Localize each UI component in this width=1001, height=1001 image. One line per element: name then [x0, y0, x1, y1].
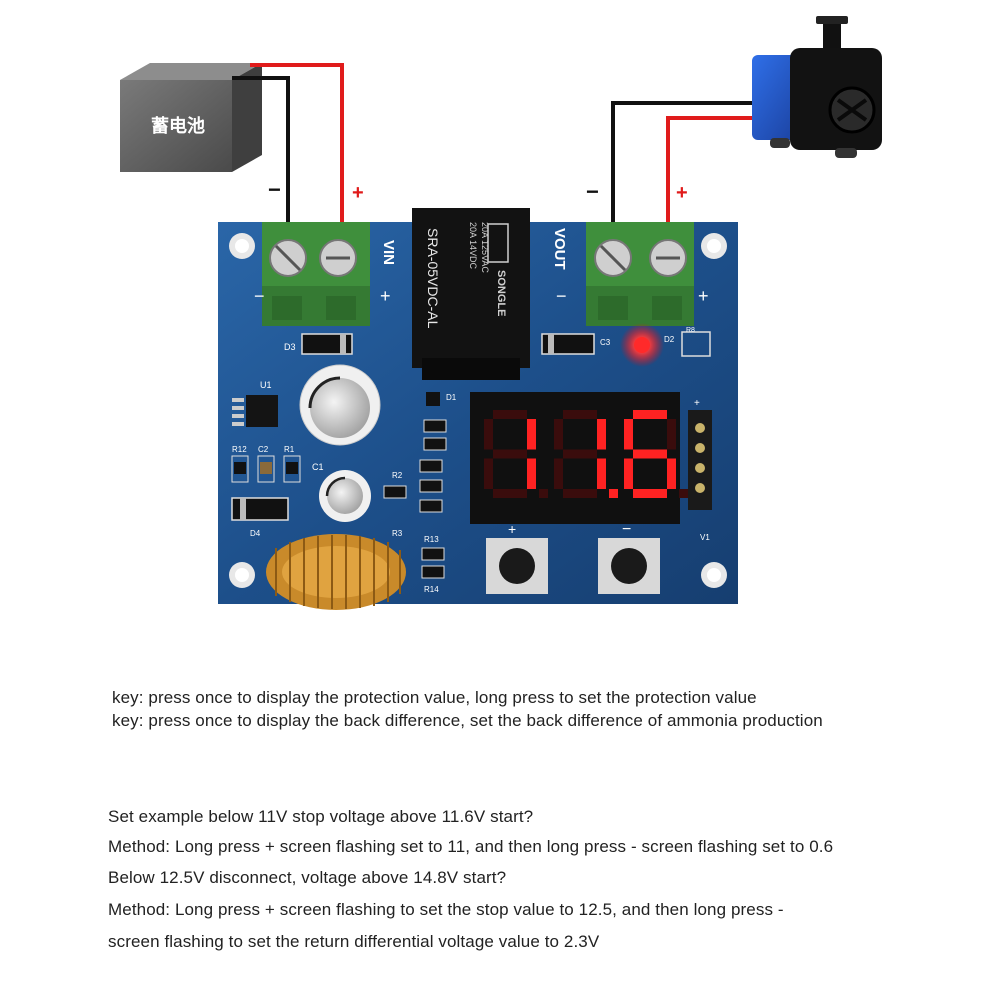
segment-3-g [633, 449, 667, 459]
segment-1-a [493, 410, 527, 419]
water-pump [752, 16, 882, 158]
segment-2-f [554, 419, 563, 450]
battery-plus-label: + [352, 182, 364, 204]
svg-text:C2: C2 [258, 445, 269, 454]
svg-text:C1: C1 [312, 462, 324, 472]
seven-segment-display [470, 392, 688, 524]
relay-rating-2: 20A 125VAC [480, 222, 490, 273]
svg-text:R8: R8 [686, 327, 695, 334]
ic-u1: U1 [232, 380, 278, 427]
key-note-1: key: press once to display the protectio… [112, 688, 757, 707]
vout-minus-label: − [556, 286, 567, 306]
output-wires: − + [586, 101, 752, 228]
segment-2-b [597, 419, 606, 450]
wiring-diagram: 蓄电池 − + − + [120, 16, 882, 610]
svg-text:+: + [694, 398, 700, 409]
relay-model: SRA-05VDC-AL [425, 228, 441, 329]
segment-2-c [597, 458, 606, 489]
segment-2-g [563, 449, 597, 459]
inductor-coil: R3 [266, 529, 406, 610]
plus-button[interactable]: + [486, 521, 548, 594]
plus-button-label: + [508, 521, 516, 537]
status-led: D2 R8 [620, 323, 711, 367]
capacitor-small [319, 470, 371, 522]
svg-text:D4: D4 [250, 529, 261, 538]
battery-label: 蓄电池 [151, 115, 205, 137]
segment-3-c [667, 458, 676, 489]
output-terminal-block [586, 222, 694, 326]
mounting-holes [229, 233, 727, 588]
segment-3-f [624, 419, 633, 450]
example-line-3: Below 12.5V disconnect, voltage above 14… [108, 868, 507, 887]
svg-text:R3: R3 [392, 529, 403, 538]
pump-plus-label: + [676, 182, 688, 204]
segment-3-dp [679, 489, 688, 498]
segment-3-b [667, 419, 676, 450]
vin-plus-label: + [380, 286, 391, 306]
diode-c3: C3 [541, 333, 611, 355]
svg-text:R2: R2 [392, 471, 403, 480]
pump-minus-label: − [586, 179, 599, 204]
segment-1-e [484, 458, 493, 489]
segment-2-e [554, 458, 563, 489]
key-note-2: key: press once to display the back diff… [112, 711, 823, 730]
segment-2-dp [609, 489, 618, 498]
segment-3-e [624, 458, 633, 489]
svg-text:V1: V1 [700, 533, 710, 542]
example-line-2: Method: Long press + screen flashing set… [108, 837, 834, 856]
minus-button-label: − [622, 521, 631, 538]
pin-header: + V1 [688, 398, 712, 542]
example-line-5: screen flashing to set the return differ… [108, 932, 600, 951]
relay: SRA-05VDC-AL 20A 14VDC 20A 125VAC SONGLE [412, 208, 530, 380]
svg-text:R13: R13 [424, 535, 439, 544]
capacitor-large: C1 [299, 364, 381, 472]
segment-2-a [563, 410, 597, 419]
segment-1-f [484, 419, 493, 450]
battery-minus-label: − [268, 177, 281, 202]
pcb-board: VIN − + VOUT − + SRA-05VDC-AL 20A 14VDC … [218, 208, 738, 610]
svg-text:D3: D3 [284, 342, 296, 352]
resistor-group-left: R12 C2 R1 [231, 445, 301, 483]
segment-1-d [493, 489, 527, 498]
input-wires: − + [232, 63, 364, 228]
vin-label: VIN [380, 240, 397, 265]
vout-label: VOUT [551, 228, 568, 270]
vout-plus-label: + [698, 286, 709, 306]
vin-minus-label: − [254, 286, 265, 306]
svg-text:R12: R12 [232, 445, 247, 454]
svg-text:R1: R1 [284, 445, 295, 454]
segment-1-g [493, 449, 527, 459]
example-line-4: Method: Long press + screen flashing to … [108, 900, 784, 919]
segment-1-c [527, 458, 536, 489]
input-terminal-block [262, 222, 370, 326]
svg-text:D1: D1 [446, 393, 457, 402]
diode-d3: D3 [284, 333, 353, 355]
segment-1-dp [539, 489, 548, 498]
resistor-group-bottom: R13 R14 [421, 535, 445, 594]
segment-2-d [563, 489, 597, 498]
resistor-group-mid: R2 D1 [383, 392, 457, 513]
battery: 蓄电池 [120, 63, 262, 172]
svg-text:R14: R14 [424, 585, 439, 594]
svg-text:U1: U1 [260, 380, 272, 390]
minus-button[interactable]: − [598, 521, 660, 594]
segment-3-d [633, 489, 667, 498]
svg-text:D2: D2 [664, 335, 675, 344]
diode-d4: D4 [231, 497, 289, 538]
relay-brand: SONGLE [495, 270, 507, 316]
svg-text:C3: C3 [600, 338, 611, 347]
relay-rating-1: 20A 14VDC [468, 222, 478, 270]
segment-3-a [633, 410, 667, 419]
segment-1-b [527, 419, 536, 450]
example-line-1: Set example below 11V stop voltage above… [108, 807, 534, 826]
